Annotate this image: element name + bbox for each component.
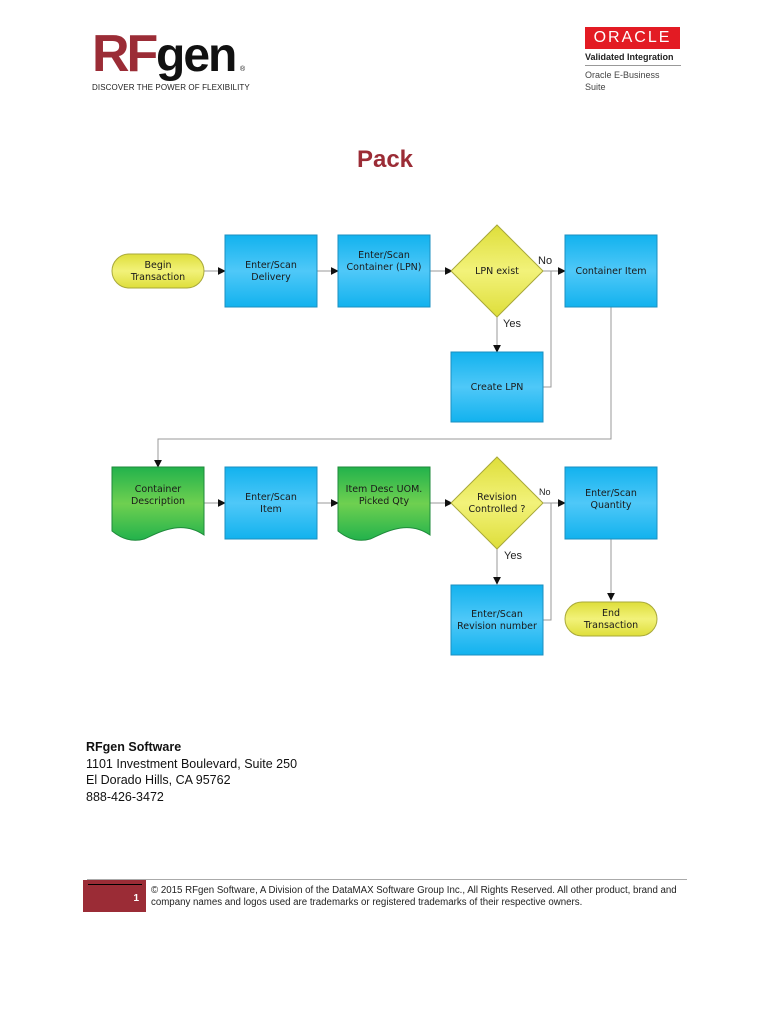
terminal-shape xyxy=(111,253,205,289)
node-container-item: Container Item xyxy=(564,234,658,308)
logo-gen-text: gen xyxy=(156,29,237,82)
footer-divider xyxy=(87,879,687,880)
node-label: Item Desc UOM. xyxy=(346,484,423,495)
terminal-shape xyxy=(564,601,658,637)
validated-integration-label: Validated Integration xyxy=(585,52,674,62)
process-box xyxy=(564,234,658,308)
node-label: Begin xyxy=(144,260,171,271)
node-label: Create LPN xyxy=(471,382,524,393)
edge-label-rev-yes: Yes xyxy=(504,550,522,562)
process-box xyxy=(450,351,544,423)
edge-revnumber-merge xyxy=(543,503,552,621)
company-name: RFgen Software xyxy=(86,740,182,754)
node-label: Delivery xyxy=(251,272,291,283)
node-label: Container (LPN) xyxy=(347,262,422,273)
node-label: Enter/Scan xyxy=(245,492,297,503)
node-label: Item xyxy=(260,504,282,515)
edge-createlpn-merge xyxy=(543,271,552,388)
oracle-product-label: Oracle E-Business Suite xyxy=(585,70,660,92)
node-label: Enter/Scan xyxy=(585,488,637,499)
registered-mark: ® xyxy=(240,66,246,73)
phone-number: 888-426-3472 xyxy=(86,789,164,804)
node-label: Picked Qty xyxy=(359,496,410,507)
process-box xyxy=(337,234,431,308)
city-state-zip: El Dorado Hills, CA 95762 xyxy=(86,773,231,787)
document-shape xyxy=(337,466,431,541)
edge-containeritem-containerdesc xyxy=(154,307,612,468)
node-lpn-exist: LPN exist xyxy=(450,224,544,318)
node-label: Enter/Scan xyxy=(471,609,523,620)
node-item-desc: Item Desc UOM.Picked Qty xyxy=(337,466,431,541)
process-box xyxy=(224,466,318,540)
oracle-badge: ORACLE Validated Integration Oracle E-Bu… xyxy=(585,27,685,95)
node-label: Quantity xyxy=(590,500,631,511)
node-label: Container Item xyxy=(575,266,646,277)
logo-tagline: DISCOVER THE POWER OF FLEXIBILITY xyxy=(92,83,250,92)
node-label: LPN exist xyxy=(475,266,519,277)
page-number-box xyxy=(83,880,146,912)
node-label: Enter/Scan xyxy=(358,250,410,261)
document-shape xyxy=(111,466,205,541)
badge-divider xyxy=(585,65,681,66)
page-number-rule xyxy=(88,884,142,885)
company-address: RFgen Software 1101 Investment Boulevard… xyxy=(86,739,297,805)
node-label: Transaction xyxy=(583,620,638,631)
page-number: 1 xyxy=(133,893,139,904)
street-address: 1101 Investment Boulevard, Suite 250 xyxy=(86,756,298,771)
node-label: Enter/Scan xyxy=(245,260,297,271)
node-label: End xyxy=(602,608,620,619)
edge-label-lpn-yes: Yes xyxy=(503,318,521,330)
decision-diamond xyxy=(450,224,544,318)
copyright-notice: © 2015 RFgen Software, A Division of the… xyxy=(151,885,677,908)
node-create-lpn: Create LPN xyxy=(450,351,544,423)
node-label: Revision number xyxy=(457,621,537,632)
process-box xyxy=(450,584,544,656)
node-label: Container xyxy=(135,484,182,495)
node-label: Revision xyxy=(477,492,517,503)
process-box xyxy=(564,466,658,540)
process-box xyxy=(224,234,318,308)
page-title: Pack xyxy=(356,146,414,173)
decision-diamond xyxy=(450,456,544,550)
oracle-logo: ORACLE xyxy=(585,27,680,49)
node-label: Transaction xyxy=(130,272,185,283)
edge-label-rev-no: No xyxy=(539,487,551,497)
node-label: Description xyxy=(131,496,185,507)
logo-rf-text: RF xyxy=(92,25,158,83)
node-label: Controlled ? xyxy=(469,504,526,515)
rfgen-logo: RF gen ® DISCOVER THE POWER OF FLEXIBILI… xyxy=(92,28,262,94)
edge-label-lpn-no: No xyxy=(538,255,552,267)
